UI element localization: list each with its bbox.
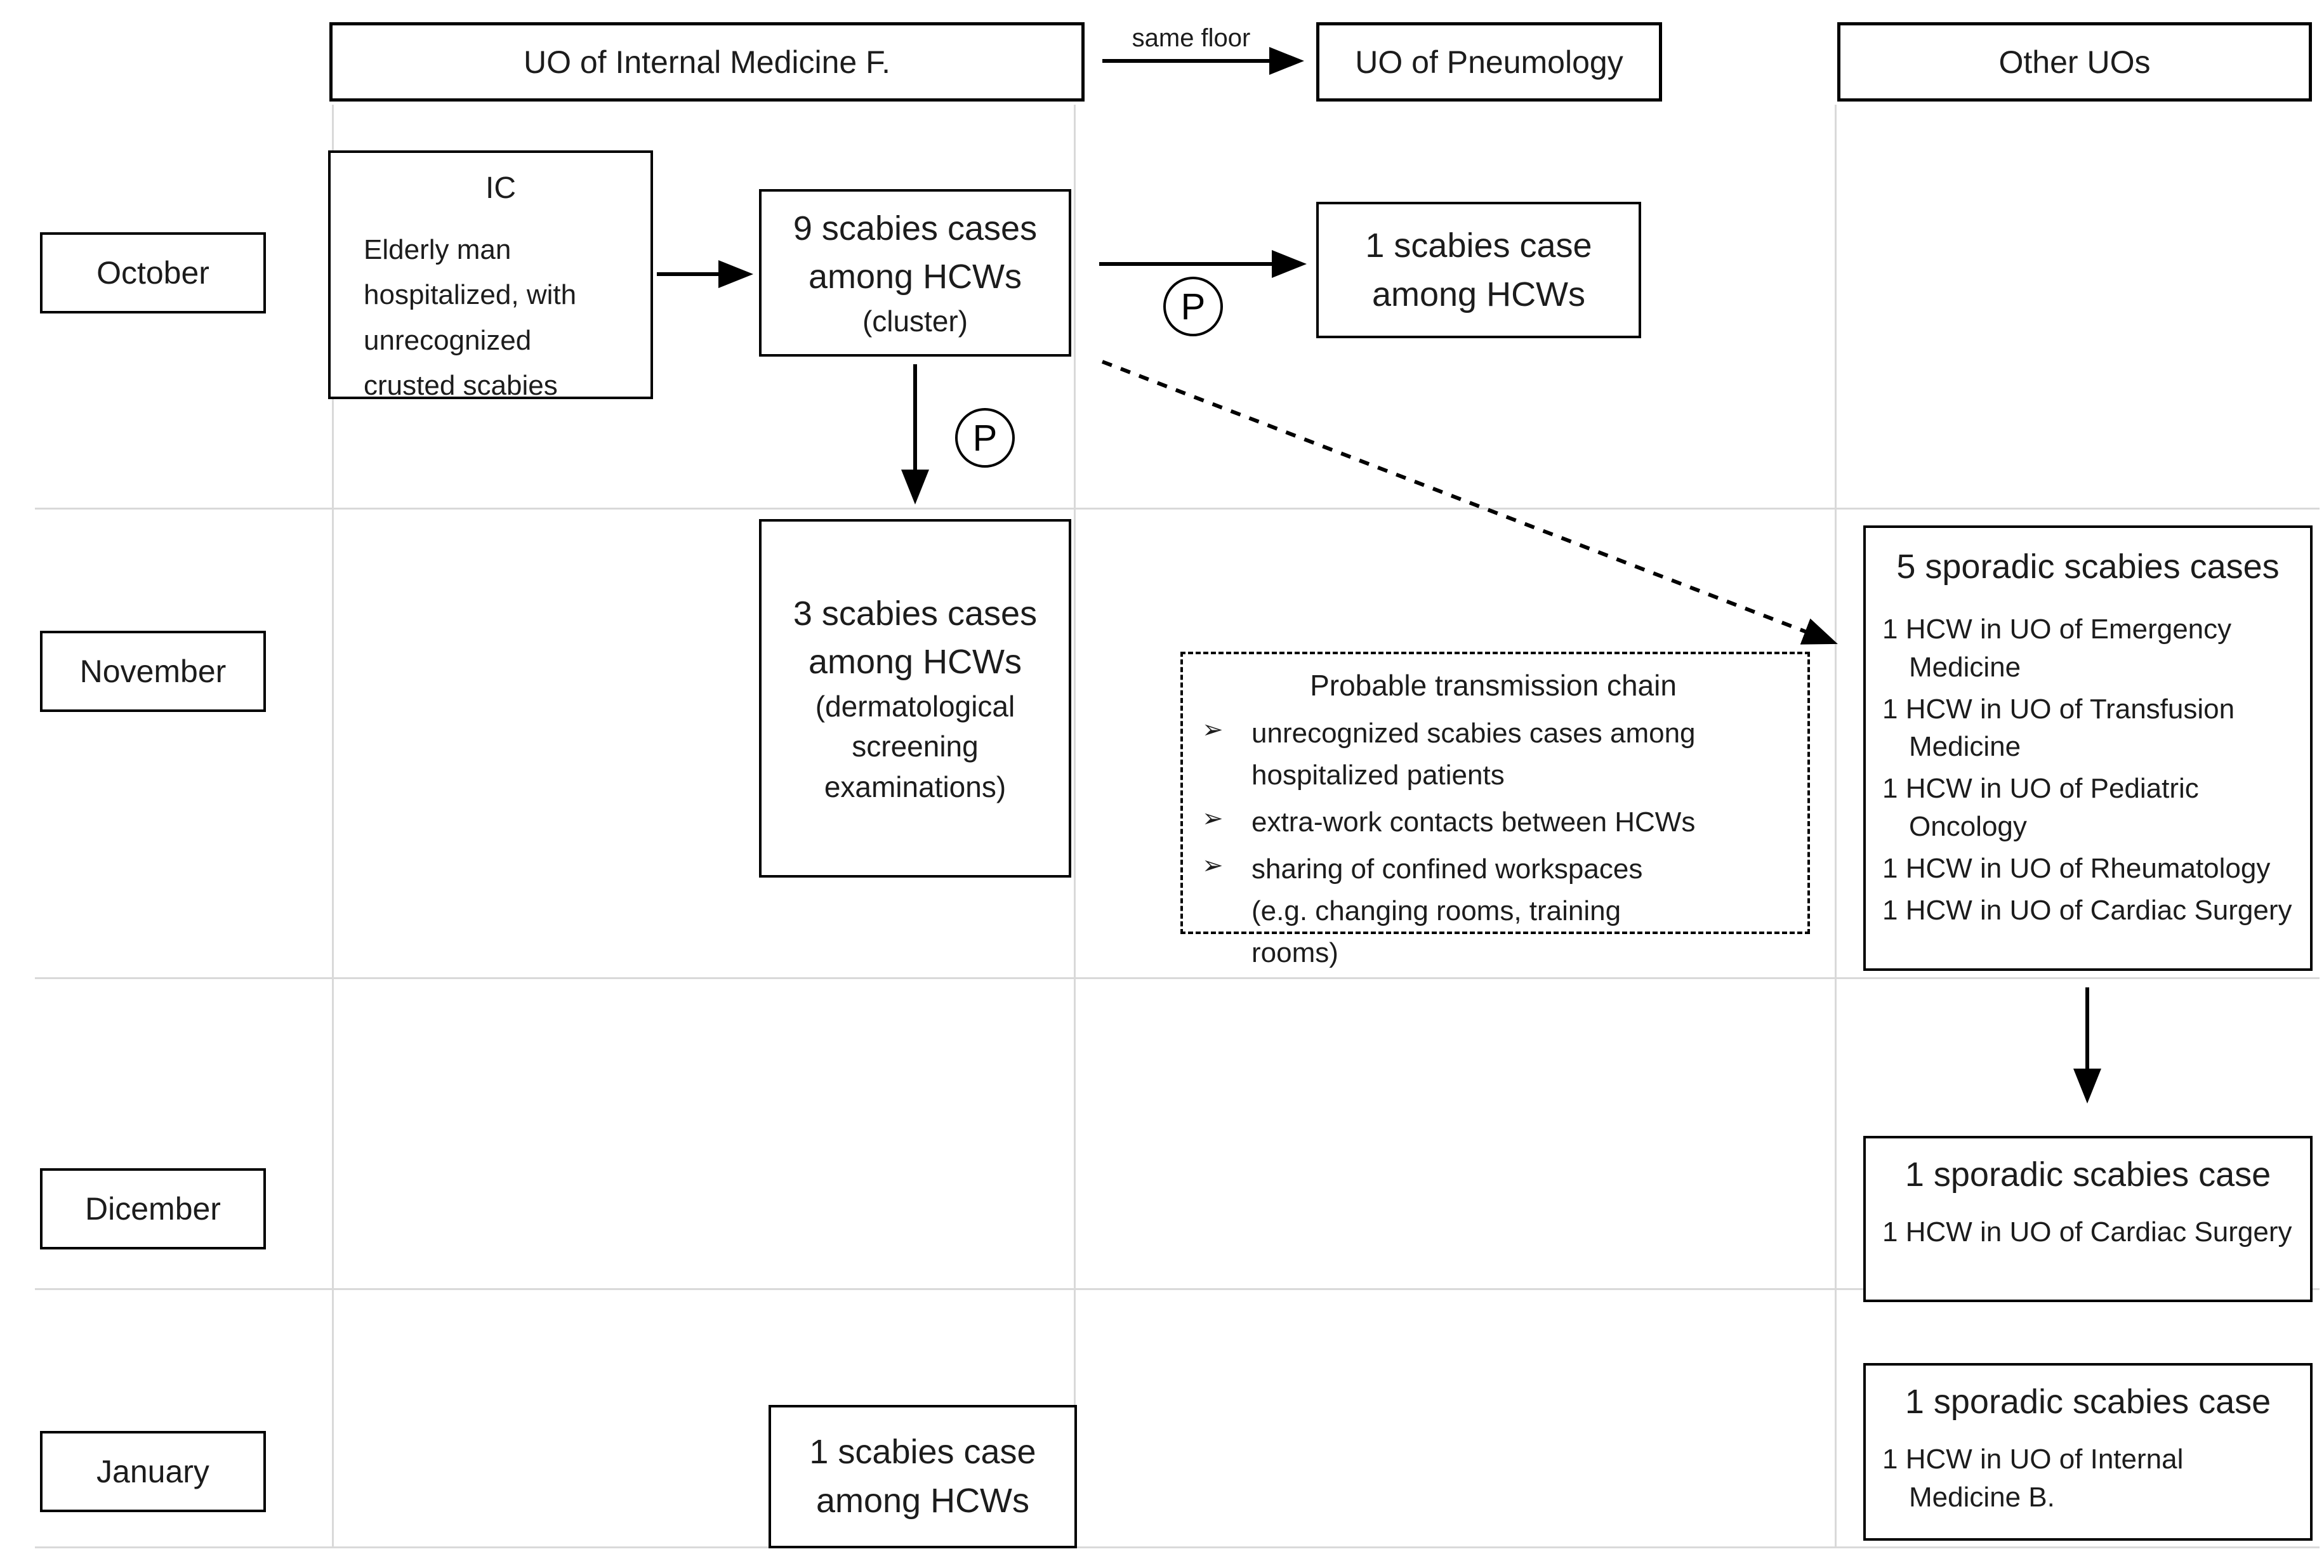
transmission-chain-item-text: extra-work contacts between HCWs bbox=[1251, 807, 1696, 838]
transmission-chain-item: ➢ extra-work contacts between HCWs bbox=[1202, 801, 1785, 843]
p-badge-label: P bbox=[1180, 286, 1206, 327]
column-divider-other-uos bbox=[1835, 105, 1837, 1546]
p-badge-three-cases: P bbox=[955, 408, 1015, 468]
pneumology-case-box: 1 scabies case among HCWs bbox=[1316, 202, 1641, 338]
three-cases-sub3: examinations) bbox=[824, 770, 1007, 803]
column-divider-internal-medicine bbox=[1074, 105, 1076, 1546]
index-case-box: IC Elderly man hospitalized, with unreco… bbox=[328, 150, 653, 401]
transmission-chain-item-text: sharing of confined workspaces (e.g. cha… bbox=[1251, 853, 1643, 968]
header-uo-pneumology-label: UO of Pneumology bbox=[1355, 44, 1623, 80]
nine-cases-box: 9 scabies cases among HCWs (cluster) bbox=[759, 189, 1071, 357]
transmission-chain-item-text: unrecognized scabies cases among hospita… bbox=[1251, 718, 1696, 791]
five-sporadic-item: 1 HCW in UO of Transfusion Medicine bbox=[1882, 693, 2235, 763]
index-case-line: hospitalized, with bbox=[364, 279, 577, 311]
nine-cases-line1: 9 scabies cases bbox=[793, 209, 1038, 247]
month-november-label: November bbox=[79, 654, 227, 689]
nine-cases-line2: among HCWs bbox=[808, 258, 1022, 296]
three-cases-sub1: (dermatological bbox=[815, 689, 1015, 723]
month-january-label: January bbox=[96, 1454, 209, 1489]
transmission-chain-title: Probable transmission chain bbox=[1310, 669, 1677, 702]
december-sporadic-title: 1 sporadic scabies case bbox=[1905, 1156, 2271, 1194]
december-sporadic-item: 1 HCW in UO of Cardiac Surgery bbox=[1882, 1216, 2292, 1248]
transmission-chain-item: ➢ unrecognized scabies cases among hospi… bbox=[1202, 713, 1785, 796]
p-badge-pneumology: P bbox=[1163, 277, 1223, 336]
five-sporadic-item: 1 HCW in UO of Emergency Medicine bbox=[1882, 614, 2232, 683]
row-divider-october-november bbox=[35, 508, 2320, 510]
five-sporadic-box: 5 sporadic scabies cases 1 HCW in UO of … bbox=[1863, 525, 2313, 971]
month-dicember-label: Dicember bbox=[85, 1191, 221, 1227]
header-other-uos: Other UOs bbox=[1837, 22, 2312, 102]
header-other-uos-label: Other UOs bbox=[1998, 44, 2151, 80]
index-case-line: unrecognized bbox=[364, 324, 532, 356]
arrowhead-bullet-icon: ➢ bbox=[1202, 852, 1224, 880]
month-october-label: October bbox=[96, 255, 209, 291]
january-case-line2: among HCWs bbox=[815, 1482, 1030, 1520]
month-november: November bbox=[40, 631, 266, 712]
arrowhead-bullet-icon: ➢ bbox=[1202, 716, 1224, 744]
transmission-chain-box: Probable transmission chain ➢ unrecogniz… bbox=[1180, 652, 1810, 968]
arrow-dashed-nine-to-five-sporadic bbox=[1101, 360, 1838, 645]
january-sporadic-box: 1 sporadic scabies case 1 HCW in UO of I… bbox=[1863, 1363, 2313, 1541]
header-uo-pneumology: UO of Pneumology bbox=[1316, 22, 1662, 102]
january-case-line1: 1 scabies case bbox=[809, 1433, 1036, 1472]
month-january: January bbox=[40, 1431, 266, 1512]
december-sporadic-box: 1 sporadic scabies case 1 HCW in UO of C… bbox=[1863, 1136, 2313, 1302]
month-dicember: Dicember bbox=[40, 1168, 266, 1249]
row-divider-november-december bbox=[35, 977, 2320, 979]
january-sporadic-title: 1 sporadic scabies case bbox=[1905, 1383, 2271, 1421]
five-sporadic-item: 1 HCW in UO of Rheumatology bbox=[1882, 852, 2271, 884]
five-sporadic-item: 1 HCW in UO of Pediatric Oncology bbox=[1882, 773, 2199, 843]
month-october: October bbox=[40, 232, 266, 313]
p-badge-label: P bbox=[972, 417, 998, 459]
header-uo-internal-medicine-label: UO of Internal Medicine F. bbox=[523, 44, 891, 80]
row-divider-bottom bbox=[35, 1546, 2320, 1548]
row-divider-december-january bbox=[35, 1288, 2320, 1290]
same-floor-label: same floor bbox=[1132, 24, 1251, 52]
index-case-line: crusted scabies bbox=[364, 369, 558, 401]
transmission-chain-item: ➢ sharing of confined workspaces (e.g. c… bbox=[1202, 848, 1785, 974]
five-sporadic-title: 5 sporadic scabies cases bbox=[1896, 548, 2280, 586]
three-cases-line1: 3 scabies cases bbox=[793, 594, 1038, 633]
index-case-line: Elderly man bbox=[364, 234, 512, 265]
three-cases-line2: among HCWs bbox=[808, 643, 1022, 682]
header-uo-internal-medicine: UO of Internal Medicine F. bbox=[329, 22, 1085, 102]
nine-cases-subtitle: (cluster) bbox=[862, 304, 968, 338]
january-sporadic-item: 1 HCW in UO of Internal Medicine B. bbox=[1882, 1444, 2184, 1513]
pneumology-case-line2: among HCWs bbox=[1371, 275, 1586, 313]
five-sporadic-item: 1 HCW in UO of Cardiac Surgery bbox=[1882, 894, 2292, 926]
january-case-box: 1 scabies case among HCWs bbox=[769, 1405, 1077, 1548]
three-cases-sub2: screening bbox=[852, 730, 979, 763]
column-divider-months bbox=[332, 105, 334, 1546]
arrowhead-bullet-icon: ➢ bbox=[1202, 805, 1224, 833]
three-cases-box: 3 scabies cases among HCWs (dermatologic… bbox=[759, 519, 1071, 878]
pneumology-case-line1: 1 scabies case bbox=[1365, 226, 1592, 265]
index-case-title: IC bbox=[485, 171, 516, 205]
